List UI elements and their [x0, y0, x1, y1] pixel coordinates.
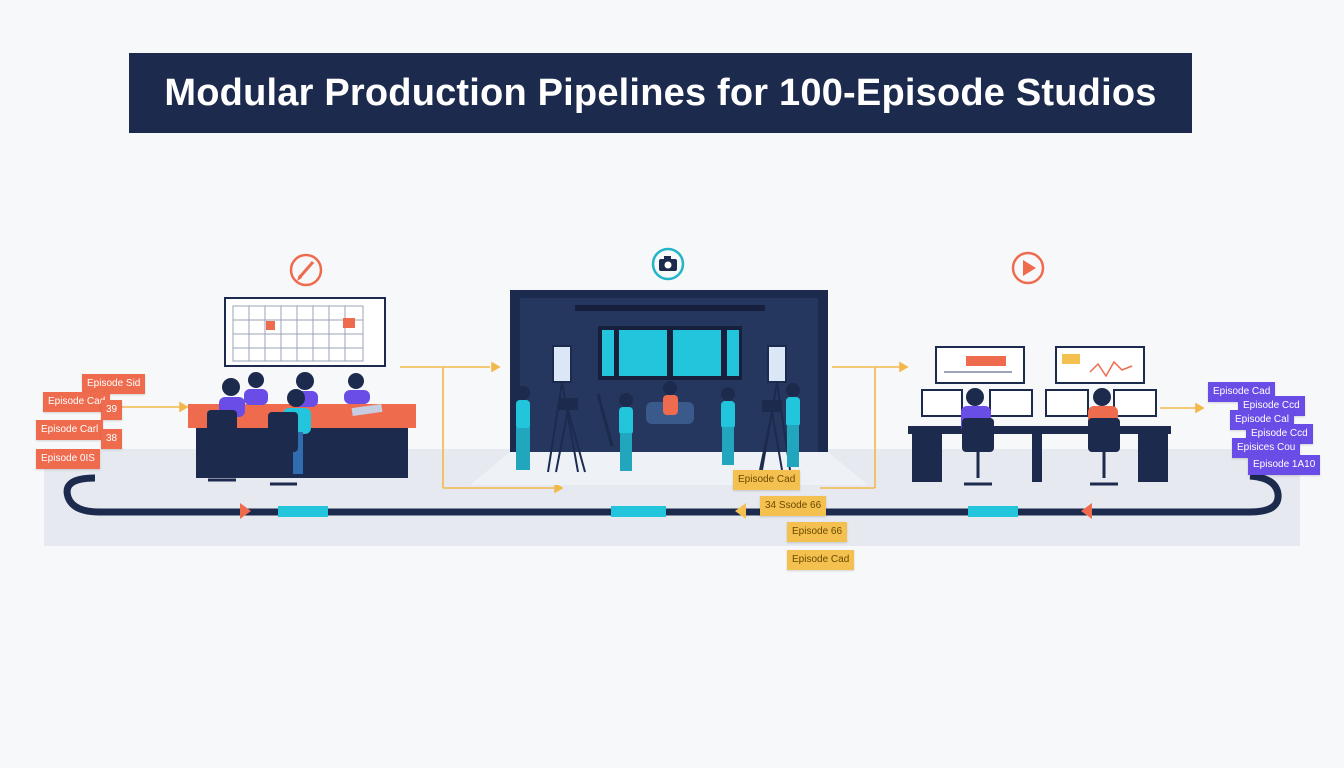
play-icon	[1011, 251, 1045, 285]
page-title: Modular Production Pipelines for 100-Epi…	[164, 71, 1157, 114]
episode-card: Episode 0IS	[36, 449, 100, 469]
track-segment	[611, 506, 666, 517]
title-banner: Modular Production Pipelines for 100-Epi…	[129, 53, 1192, 133]
episode-card: Episode Cad	[733, 470, 801, 490]
conveyor-track	[63, 472, 1282, 516]
track-arrow	[1081, 503, 1092, 519]
post-production	[908, 346, 1171, 486]
episode-card: Episode 1A10	[1248, 455, 1321, 475]
editing-desk	[908, 426, 1171, 434]
episode-card: 38	[101, 429, 123, 449]
episode-card: Episode Carl	[36, 420, 104, 440]
writers-room	[188, 297, 416, 486]
schedule-board	[224, 297, 386, 367]
episode-card: Episices Cou	[1232, 438, 1301, 458]
track-arrow	[735, 503, 746, 519]
episode-card: 34 Ssode 66	[760, 496, 827, 516]
track-arrow	[240, 503, 251, 519]
camera-icon	[651, 247, 685, 281]
connector-arrows	[115, 361, 1205, 494]
track-segment	[968, 506, 1018, 517]
episode-card: 39	[101, 400, 123, 420]
episode-card: Episode Cad	[787, 550, 855, 570]
episode-card: Episode Cad	[43, 392, 111, 412]
shooting-stage	[470, 290, 868, 485]
track-segment	[278, 506, 328, 517]
pencil-icon	[289, 253, 323, 287]
episode-card: Episode 66	[787, 522, 848, 542]
episode-card: Episode Sid	[82, 374, 146, 394]
